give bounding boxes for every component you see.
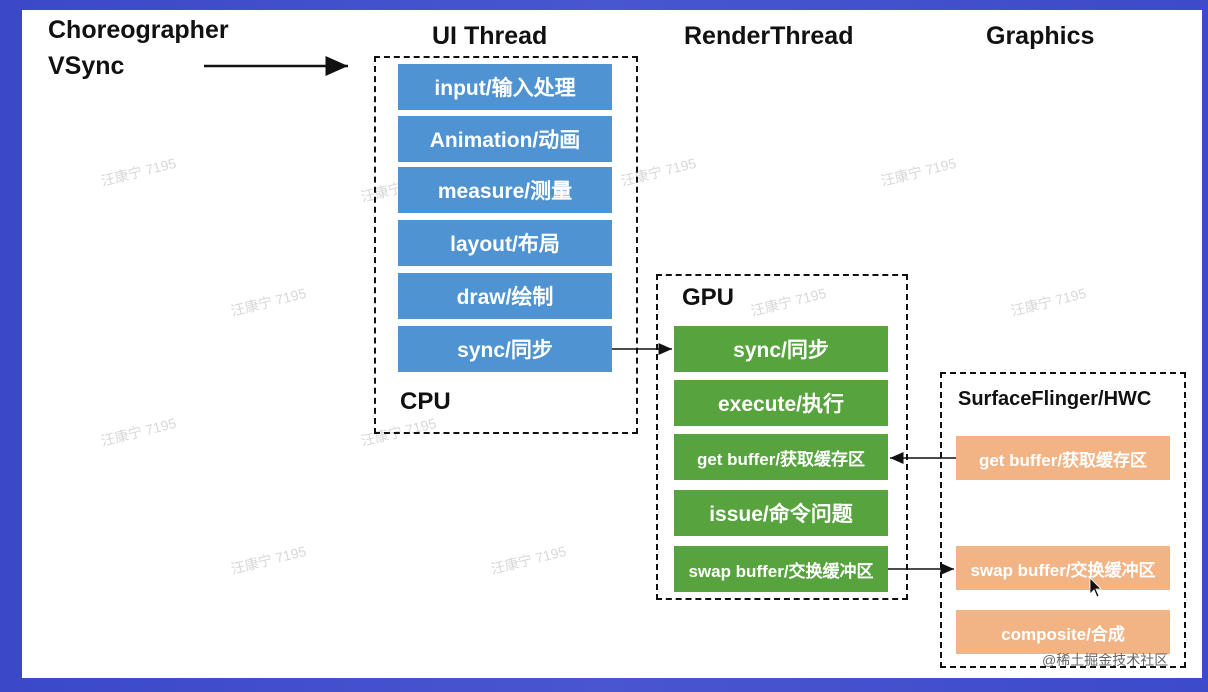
ui-thread-header: UI Thread bbox=[432, 22, 548, 50]
cpu-label: CPU bbox=[400, 388, 451, 415]
vsync-label: VSync bbox=[48, 52, 125, 80]
gpu-label: GPU bbox=[682, 284, 735, 311]
choreographer-label: Choreographer bbox=[48, 16, 229, 44]
mouse-cursor-icon bbox=[1089, 577, 1102, 598]
cpu-step-measure: measure/测量 bbox=[398, 167, 612, 213]
cpu-step-draw: draw/绘制 bbox=[398, 273, 612, 319]
cpu-step-animation: Animation/动画 bbox=[398, 116, 612, 162]
graphics-header: Graphics bbox=[986, 22, 1095, 50]
render-thread-header: RenderThread bbox=[684, 22, 854, 50]
surfaceflinger-group bbox=[940, 372, 1186, 668]
slide: 汪康宁 7195 汪康宁 7195 汪康宁 7195 汪康宁 7195 汪康宁 … bbox=[22, 10, 1202, 678]
sf-step-get-buffer: get buffer/获取缓存区 bbox=[956, 436, 1170, 480]
surfaceflinger-label: SurfaceFlinger/HWC bbox=[958, 388, 1152, 410]
gpu-step-sync: sync/同步 bbox=[674, 326, 888, 372]
sf-step-swap-buffer: swap buffer/交换缓冲区 bbox=[956, 546, 1170, 590]
cpu-step-input: input/输入处理 bbox=[398, 64, 612, 110]
sf-step-composite: composite/合成 bbox=[956, 610, 1170, 654]
cpu-step-sync: sync/同步 bbox=[398, 326, 612, 372]
gpu-step-execute: execute/执行 bbox=[674, 380, 888, 426]
gpu-step-swap-buffer: swap buffer/交换缓冲区 bbox=[674, 546, 888, 592]
connector-arrows bbox=[204, 56, 1102, 598]
gpu-step-get-buffer: get buffer/获取缓存区 bbox=[674, 434, 888, 480]
cpu-step-layout: layout/布局 bbox=[398, 220, 612, 266]
gpu-step-issue: issue/命令问题 bbox=[674, 490, 888, 536]
cpu-group bbox=[374, 56, 638, 434]
gpu-group bbox=[656, 274, 908, 600]
footer-credit: @稀土掘金技术社区 bbox=[1042, 652, 1169, 668]
